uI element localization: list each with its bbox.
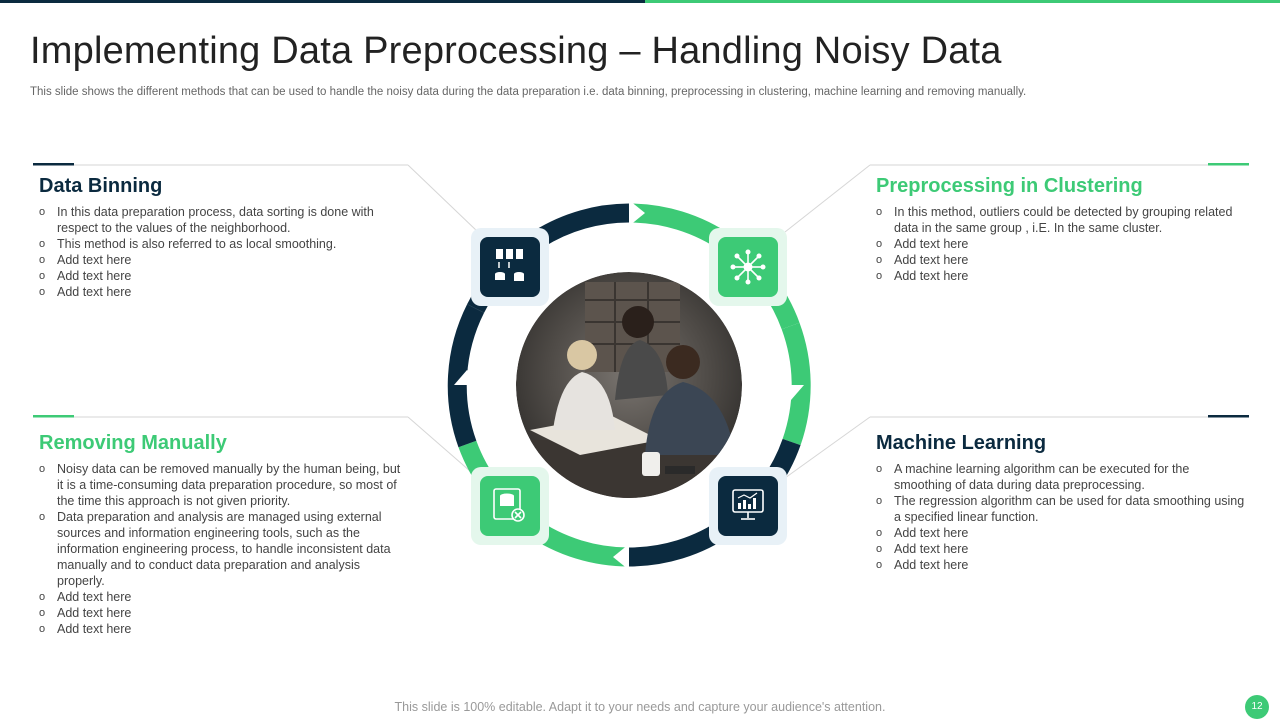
block-preprocessing-clustering: Preprocessing in Clustering In this meth… — [876, 175, 1236, 284]
icon-tile-removing-manually — [471, 467, 549, 545]
list-item: Add text here — [876, 525, 1246, 541]
list-preprocessing-clustering: In this method, outliers could be detect… — [876, 204, 1236, 284]
list-item: A machine learning algorithm can be exec… — [876, 461, 1246, 493]
list-item: The regression algorithm can be used for… — [876, 493, 1246, 525]
list-item: Add text here — [39, 621, 409, 637]
database-server-icon — [495, 249, 524, 281]
list-item: Add text here — [876, 268, 1236, 284]
accent-dash-bottom-left — [33, 415, 74, 418]
network-nodes-icon — [730, 249, 766, 285]
list-item: Add text here — [39, 589, 409, 605]
list-item: Add text here — [876, 252, 1236, 268]
icon-tile-machine-learning — [709, 467, 787, 545]
heading-machine-learning: Machine Learning — [876, 432, 1047, 454]
list-item: Add text here — [39, 268, 379, 284]
list-item: Add text here — [876, 236, 1236, 252]
list-data-binning: In this data preparation process, data s… — [39, 204, 379, 300]
block-machine-learning: Machine Learning A machine learning algo… — [876, 432, 1246, 573]
block-removing-manually: Removing Manually Noisy data can be remo… — [39, 432, 409, 637]
heading-preprocessing-clustering: Preprocessing in Clustering — [876, 175, 1143, 197]
page-title: Implementing Data Preprocessing – Handli… — [30, 30, 1002, 72]
heading-data-binning: Data Binning — [39, 175, 163, 197]
list-item: Add text here — [39, 605, 409, 621]
accent-dash-top-left — [33, 163, 74, 166]
page-number-badge: 12 — [1245, 695, 1269, 719]
ring-arrow-top — [629, 200, 645, 226]
list-item: In this data preparation process, data s… — [39, 204, 379, 236]
list-item: This method is also referred to as local… — [39, 236, 379, 252]
ring-arrow-right — [778, 385, 804, 400]
list-item: Add text here — [39, 284, 379, 300]
ring-arrow-left — [454, 370, 480, 385]
block-data-binning: Data Binning In this data preparation pr… — [39, 175, 379, 300]
footer-note: This slide is 100% editable. Adapt it to… — [394, 700, 886, 714]
list-item: In this method, outliers could be detect… — [876, 204, 1236, 236]
team-photo — [516, 272, 742, 498]
top-accent-dark — [0, 0, 645, 3]
ring-segment-right-green — [781, 322, 811, 446]
list-item: Noisy data can be removed manually by th… — [39, 461, 409, 509]
icon-tile-data-binning — [471, 228, 549, 306]
list-item: Add text here — [876, 557, 1246, 573]
database-delete-icon — [493, 488, 525, 522]
accent-dash-top-right — [1208, 163, 1249, 166]
list-removing-manually: Noisy data can be removed manually by th… — [39, 461, 409, 637]
page-subtitle: This slide shows the different methods t… — [30, 86, 1027, 98]
ring-segment-left-dark — [447, 304, 485, 448]
top-accent-green — [645, 0, 1280, 3]
icon-tile-preprocessing-clustering — [709, 228, 787, 306]
ring-arrow-bottom — [613, 544, 629, 570]
list-item: Add text here — [39, 252, 379, 268]
list-item: Add text here — [876, 541, 1246, 557]
list-machine-learning: A machine learning algorithm can be exec… — [876, 461, 1246, 573]
heading-removing-manually: Removing Manually — [39, 432, 227, 454]
list-item: Data preparation and analysis are manage… — [39, 509, 409, 589]
accent-dash-bottom-right — [1208, 415, 1249, 418]
monitor-chart-icon — [732, 489, 764, 520]
